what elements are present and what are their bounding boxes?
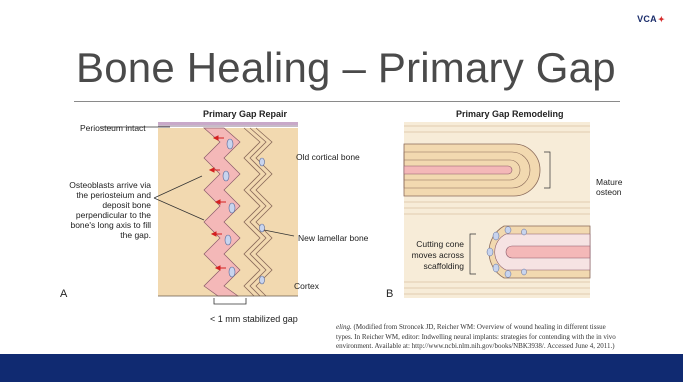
caption-line-2: types. In Reicher WM, editor: Indwelling… [336, 333, 681, 343]
slide-title: Bone Healing – Primary Gap [76, 44, 636, 92]
label-cutting-2: moves across [384, 250, 464, 260]
footer-band [0, 354, 683, 382]
osteon-canal [404, 166, 512, 174]
label-cutting-1: Cutting cone [384, 239, 464, 249]
logo-text: VCA [637, 14, 657, 24]
label-cortex: Cortex [294, 281, 319, 291]
label-osteoblasts-5: bone's long axis to fill [56, 220, 151, 230]
label-gap-size: < 1 mm stabilized gap [210, 314, 298, 324]
caption-line-1: eling. (Modified from Stroncek JD, Reich… [336, 323, 681, 333]
title-underline [74, 101, 620, 102]
label-mature-1: Mature [596, 177, 622, 187]
figure-caption: eling. (Modified from Stroncek JD, Reich… [336, 323, 681, 352]
maple-leaf-icon: ✦ [658, 15, 665, 24]
caption-italic: eling. [336, 323, 352, 331]
figure-a-letter: A [60, 288, 67, 300]
label-osteoblasts-2: the periosteium and [56, 190, 151, 200]
label-osteoblasts-6: the gap. [56, 230, 151, 240]
label-old-cortical-bone: Old cortical bone [296, 152, 360, 162]
label-osteoblasts-1: Osteoblasts arrive via [56, 180, 151, 190]
caption-line-3: environment. Available at: http://www.nc… [336, 342, 681, 352]
label-periosteum: Periosteum intact [80, 123, 146, 133]
figure-b-illustration [404, 122, 590, 298]
label-cutting-3: scaffolding [384, 261, 464, 271]
label-mature-2: osteon [596, 187, 622, 197]
vca-logo: VCA✦ [637, 14, 665, 24]
label-osteoblasts-4: perpendicular to the [56, 210, 151, 220]
cone-canal [506, 246, 590, 258]
figure-b-heading: Primary Gap Remodeling [456, 109, 564, 119]
label-new-lamellar-bone: New lamellar bone [298, 233, 368, 243]
label-osteoblasts-3: deposit bone [56, 200, 151, 210]
periosteum-band [158, 122, 298, 125]
figure-a-illustration [158, 118, 298, 306]
caption-line-1-text: (Modified from Stroncek JD, Reicher WM: … [352, 323, 606, 331]
gap-bracket [214, 298, 246, 304]
figure-b-letter: B [386, 288, 393, 300]
